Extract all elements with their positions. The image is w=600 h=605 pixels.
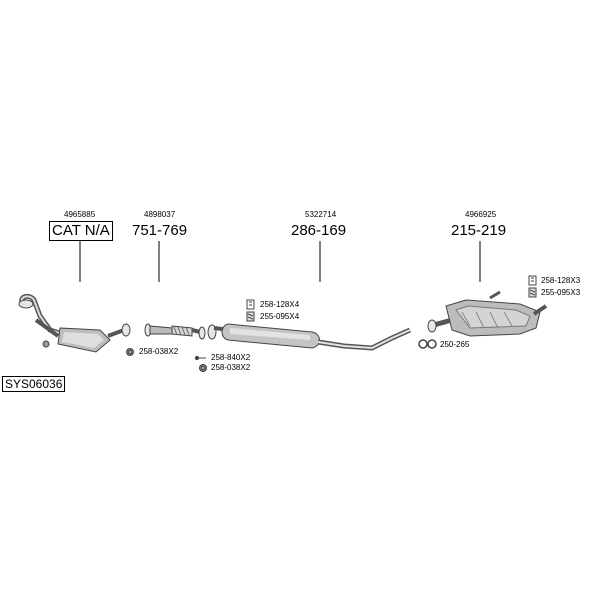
accessory-label[interactable]: 250-265 — [440, 340, 470, 349]
part-number-cat[interactable]: CAT N/A — [49, 221, 113, 241]
oe-number-rear-silencer: 4966925 — [465, 210, 497, 219]
leader-lines — [79, 241, 481, 282]
accessory-label[interactable]: 258-840X2 — [211, 353, 251, 362]
oe-number-front-pipe: 4898037 — [144, 210, 176, 219]
system-code: SYS06036 — [2, 376, 66, 392]
spring-washer-icon — [528, 287, 537, 298]
accessory-label[interactable]: 258-038X2 — [139, 347, 179, 356]
part-number-middle-silencer[interactable]: 286-169 — [291, 222, 347, 239]
front-pipe-drawing — [144, 323, 206, 340]
bolt-icon — [246, 299, 255, 310]
rubber-mount-icon — [418, 339, 437, 349]
oe-number-middle-silencer: 5322714 — [305, 210, 337, 219]
accessory-label[interactable]: 255-095X3 — [541, 288, 581, 297]
accessory-label[interactable]: 258-038X2 — [211, 363, 251, 372]
accessory-label[interactable]: 258-128X4 — [260, 300, 300, 309]
part-number-front-pipe[interactable]: 751-769 — [132, 222, 188, 239]
nut-icon — [199, 364, 207, 372]
rear-silencer-drawing — [427, 290, 548, 337]
accessory-label[interactable]: 255-095X4 — [260, 312, 300, 321]
accessory-icons — [126, 275, 537, 372]
spring-washer-icon — [246, 311, 255, 322]
screw-icon — [194, 355, 206, 361]
oe-number-cat: 4965885 — [64, 210, 96, 219]
part-number-rear-silencer[interactable]: 215-219 — [451, 222, 507, 239]
bolt-icon — [528, 275, 537, 286]
nut-icon — [126, 348, 134, 356]
accessory-label[interactable]: 258-128X3 — [541, 276, 581, 285]
catalytic-converter-drawing — [18, 293, 131, 353]
middle-silencer-drawing — [207, 323, 412, 351]
